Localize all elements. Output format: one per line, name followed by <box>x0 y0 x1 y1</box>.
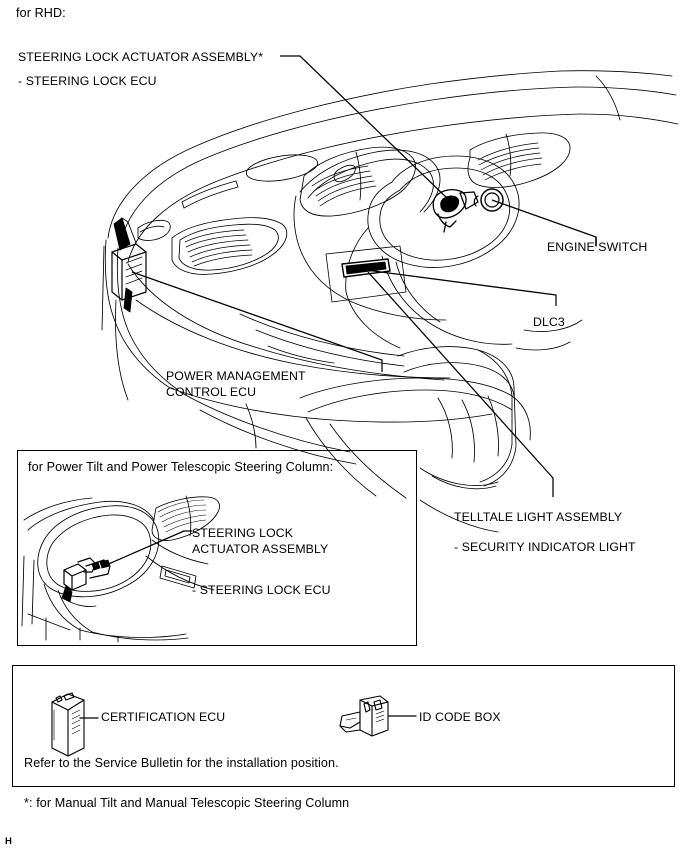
label-certification-ecu: CERTIFICATION ECU <box>101 710 226 724</box>
callout-steering-lock-actuator-assembly-line1: STEERING LOCK ACTUATOR ASSEMBLY* <box>18 50 264 64</box>
callout-telltale-light-assembly-line1: TELLTALE LIGHT ASSEMBLY <box>454 510 623 524</box>
callout-power-management-control-ecu-line2: CONTROL ECU <box>166 385 257 399</box>
callout-inset-steering-lock-ecu: - STEERING LOCK ECU <box>192 583 331 597</box>
callout-security-indicator-light: - SECURITY INDICATOR LIGHT <box>454 540 636 554</box>
inset-box-title: for Power Tilt and Power Telescopic Stee… <box>28 460 334 474</box>
component-box-note: Refer to the Service Bulletin for the in… <box>24 756 339 770</box>
callout-power-management-control-ecu-line1: POWER MANAGEMENT <box>166 369 306 383</box>
callout-dlc3: DLC3 <box>533 315 565 329</box>
component-box <box>12 665 675 787</box>
callout-inset-steering-lock-actuator-line2: ACTUATOR ASSEMBLY <box>192 542 329 556</box>
callout-steering-lock-actuator-assembly-line2: - STEERING LOCK ECU <box>18 74 157 88</box>
page-heading: for RHD: <box>16 6 66 20</box>
footnote: *: for Manual Tilt and Manual Telescopic… <box>24 796 350 810</box>
inset-box-power-tilt <box>17 450 417 646</box>
sheet-marker: H <box>5 836 12 847</box>
callout-engine-switch: ENGINE SWITCH <box>547 240 648 254</box>
label-id-code-box: ID CODE BOX <box>419 710 501 724</box>
callout-inset-steering-lock-actuator-line1: STEERING LOCK <box>192 526 294 540</box>
